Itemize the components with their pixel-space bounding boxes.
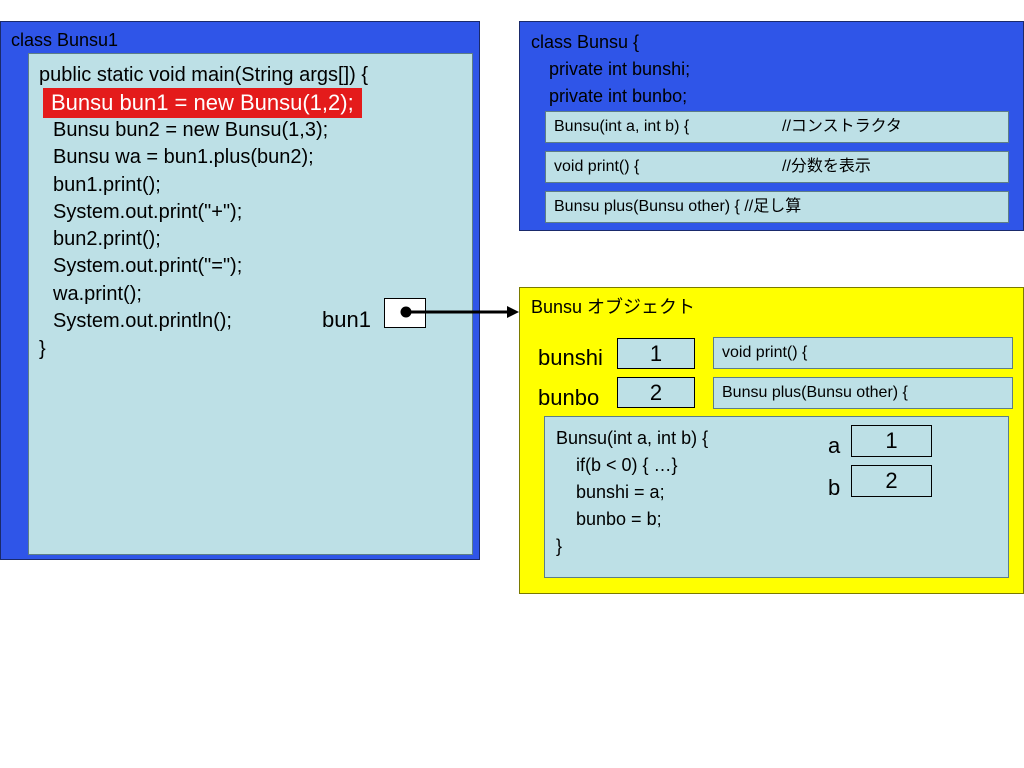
field-value-bunshi: 1 xyxy=(617,338,695,369)
code-lines: Bunsu bun2 = new Bunsu(1,3); Bunsu wa = … xyxy=(53,117,328,335)
constructor-panel: Bunsu(int a, int b) { if(b < 0) { …} bun… xyxy=(544,416,1009,578)
member-plus: Bunsu plus(Bunsu other) { //足し算 xyxy=(545,191,1009,223)
member-label: void print() { xyxy=(554,158,640,175)
member-print: void print() { //分数を表示 xyxy=(545,151,1009,183)
constructor-line: bunbo = b; xyxy=(556,509,662,529)
code-line: System.out.println(); xyxy=(53,310,232,333)
code-line: bun1.print(); xyxy=(53,173,161,196)
variable-label-bun1: bun1 xyxy=(322,307,371,332)
arrow-head xyxy=(507,306,519,318)
member-label: Bunsu plus(Bunsu other) { //足し算 xyxy=(554,198,802,215)
object-method-print: void print() { xyxy=(713,337,1013,369)
code-line: System.out.print("+"); xyxy=(53,200,243,223)
param-value-b: 2 xyxy=(851,465,932,497)
class-definition-frame: class Bunsu { private int bunshi; privat… xyxy=(519,21,1024,231)
field-name-bunbo: bunbo xyxy=(538,385,600,410)
member-label: Bunsu(int a, int b) { xyxy=(554,118,690,135)
object-title: Bunsu オブジェクト xyxy=(531,297,696,317)
code-line: Bunsu bun2 = new Bunsu(1,3); xyxy=(53,119,329,141)
constructor-code: Bunsu(int a, int b) { if(b < 0) { …} bun… xyxy=(556,425,708,560)
param-value-a: 1 xyxy=(851,425,932,457)
param-name-a: a xyxy=(828,433,841,458)
constructor-line: } xyxy=(556,536,563,556)
object-method-plus: Bunsu plus(Bunsu other) { xyxy=(713,377,1013,409)
method-label: Bunsu plus(Bunsu other) { xyxy=(722,384,908,401)
constructor-line: if(b < 0) { …} xyxy=(556,455,678,475)
closing-brace: } xyxy=(39,338,46,360)
constructor-line: Bunsu(int a, int b) { xyxy=(556,428,709,448)
param-name-b: b xyxy=(828,475,841,500)
highlighted-statement: Bunsu bun1 = new Bunsu(1,2); xyxy=(43,88,362,118)
method-label: void print() { xyxy=(722,344,808,361)
method-signature: public static void main(String args[]) { xyxy=(39,64,369,86)
main-class-frame: class Bunsu1 public static void main(Str… xyxy=(0,21,480,560)
code-line: bun2.print(); xyxy=(53,228,161,251)
main-method-panel: public static void main(String args[]) {… xyxy=(28,53,473,555)
field-name-bunshi: bunshi xyxy=(538,345,603,370)
code-line: System.out.print("="); xyxy=(53,255,243,278)
reference-arrow xyxy=(400,306,519,318)
class-def-title: class Bunsu { xyxy=(531,32,640,52)
main-class-title: class Bunsu1 xyxy=(11,30,119,50)
object-frame: Bunsu オブジェクト bunshi 1 bunbo 2 void print… xyxy=(519,287,1024,594)
field-value-bunbo: 2 xyxy=(617,377,695,408)
member-comment: //分数を表示 xyxy=(782,158,871,175)
member-constructor: Bunsu(int a, int b) { //コンストラクタ xyxy=(545,111,1009,143)
member-comment: //コンストラクタ xyxy=(782,118,902,135)
field-declaration: private int bunbo; xyxy=(549,86,688,106)
constructor-line: bunshi = a; xyxy=(556,482,665,502)
code-line: wa.print(); xyxy=(53,282,142,305)
class-header: class Bunsu { private int bunshi; privat… xyxy=(531,29,690,110)
code-line: Bunsu wa = bun1.plus(bun2); xyxy=(53,146,314,169)
field-declaration: private int bunshi; xyxy=(549,59,691,79)
